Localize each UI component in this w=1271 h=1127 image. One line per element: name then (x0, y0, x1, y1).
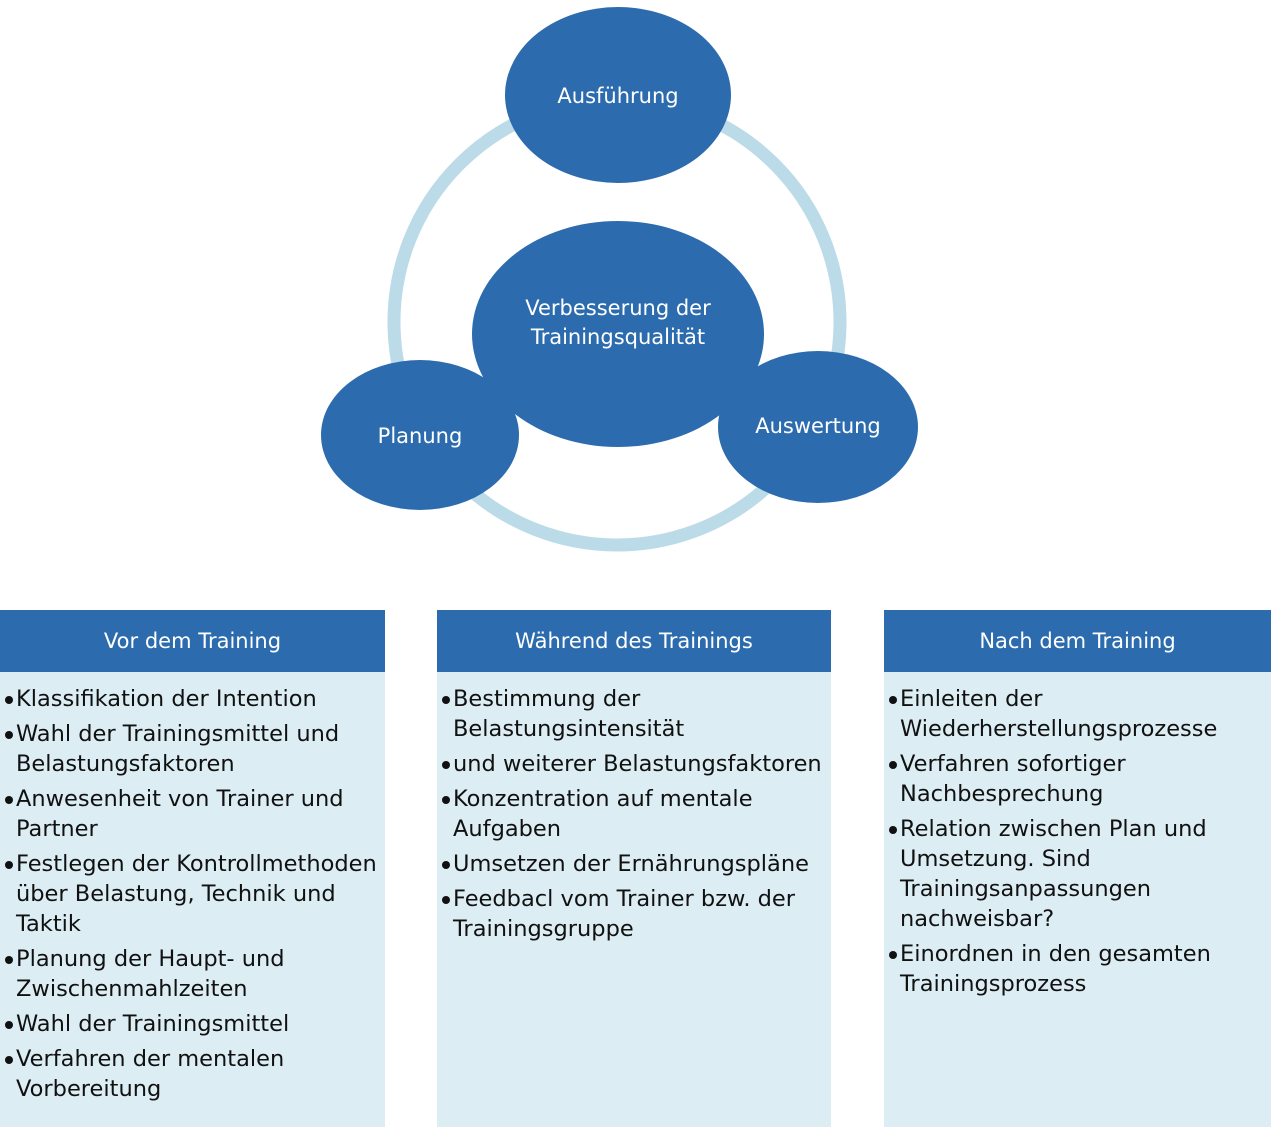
center-node (472, 221, 764, 447)
cycle-diagram: Verbesserung der Trainingsqualität Ausfü… (321, 7, 918, 552)
column-header: Während des Trainings (437, 610, 831, 672)
list-item: Relation zwischen Plan und Umsetzung. Si… (889, 814, 1265, 934)
column-header: Vor dem Training (0, 610, 385, 672)
center-node-label-line2: Trainingsqualität (530, 325, 705, 349)
column-list: Klassifikation der Intention Wahl der Tr… (0, 672, 385, 1104)
node-ausfuehrung-label: Ausführung (557, 84, 678, 108)
list-item: Konzentration auf mentale Aufgaben (442, 784, 825, 844)
list-item: und weiterer Belastungsfaktoren (442, 749, 825, 779)
column-header: Nach dem Training (884, 610, 1271, 672)
column-waehrend-des-trainings: Während des Trainings Bestimmung der Bel… (437, 610, 831, 1127)
list-item: Klassifikation der Intention (5, 684, 379, 714)
list-item: Bestimmung der Belastungsintensität (442, 684, 825, 744)
list-item: Festlegen der Kontrollmethoden über Bela… (5, 849, 379, 939)
node-auswertung (718, 351, 918, 503)
list-item: Wahl der Trainingsmittel und Belastungsf… (5, 719, 379, 779)
node-planung-label: Planung (378, 424, 463, 448)
center-node-label-line1: Verbesserung der (525, 296, 711, 320)
column-nach-dem-training: Nach dem Training Einleiten der Wiederhe… (884, 610, 1271, 1127)
node-planung (321, 360, 519, 510)
list-item: Wahl der Trainingsmittel (5, 1009, 379, 1039)
list-item: Planung der Haupt- und Zwischenmahlzeite… (5, 944, 379, 1004)
list-item: Feedbacl vom Trainer bzw. der Trainingsg… (442, 884, 825, 944)
list-item: Umsetzen der Ernährungspläne (442, 849, 825, 879)
node-auswertung-label: Auswertung (755, 414, 881, 438)
column-vor-dem-training: Vor dem Training Klassifikation der Inte… (0, 610, 385, 1127)
list-item: Anwesenheit von Trainer und Partner (5, 784, 379, 844)
list-item: Verfahren sofortiger Nachbesprechung (889, 749, 1265, 809)
list-item: Einordnen in den gesamten Trainingsproze… (889, 939, 1265, 999)
list-item: Verfahren der mentalen Vorbereitung (5, 1044, 379, 1104)
column-list: Einleiten der Wiederherstellungsprozesse… (884, 672, 1271, 999)
column-list: Bestimmung der Belastungsintensität und … (437, 672, 831, 944)
node-ausfuehrung (505, 7, 731, 183)
list-item: Einleiten der Wiederherstellungsprozesse (889, 684, 1265, 744)
